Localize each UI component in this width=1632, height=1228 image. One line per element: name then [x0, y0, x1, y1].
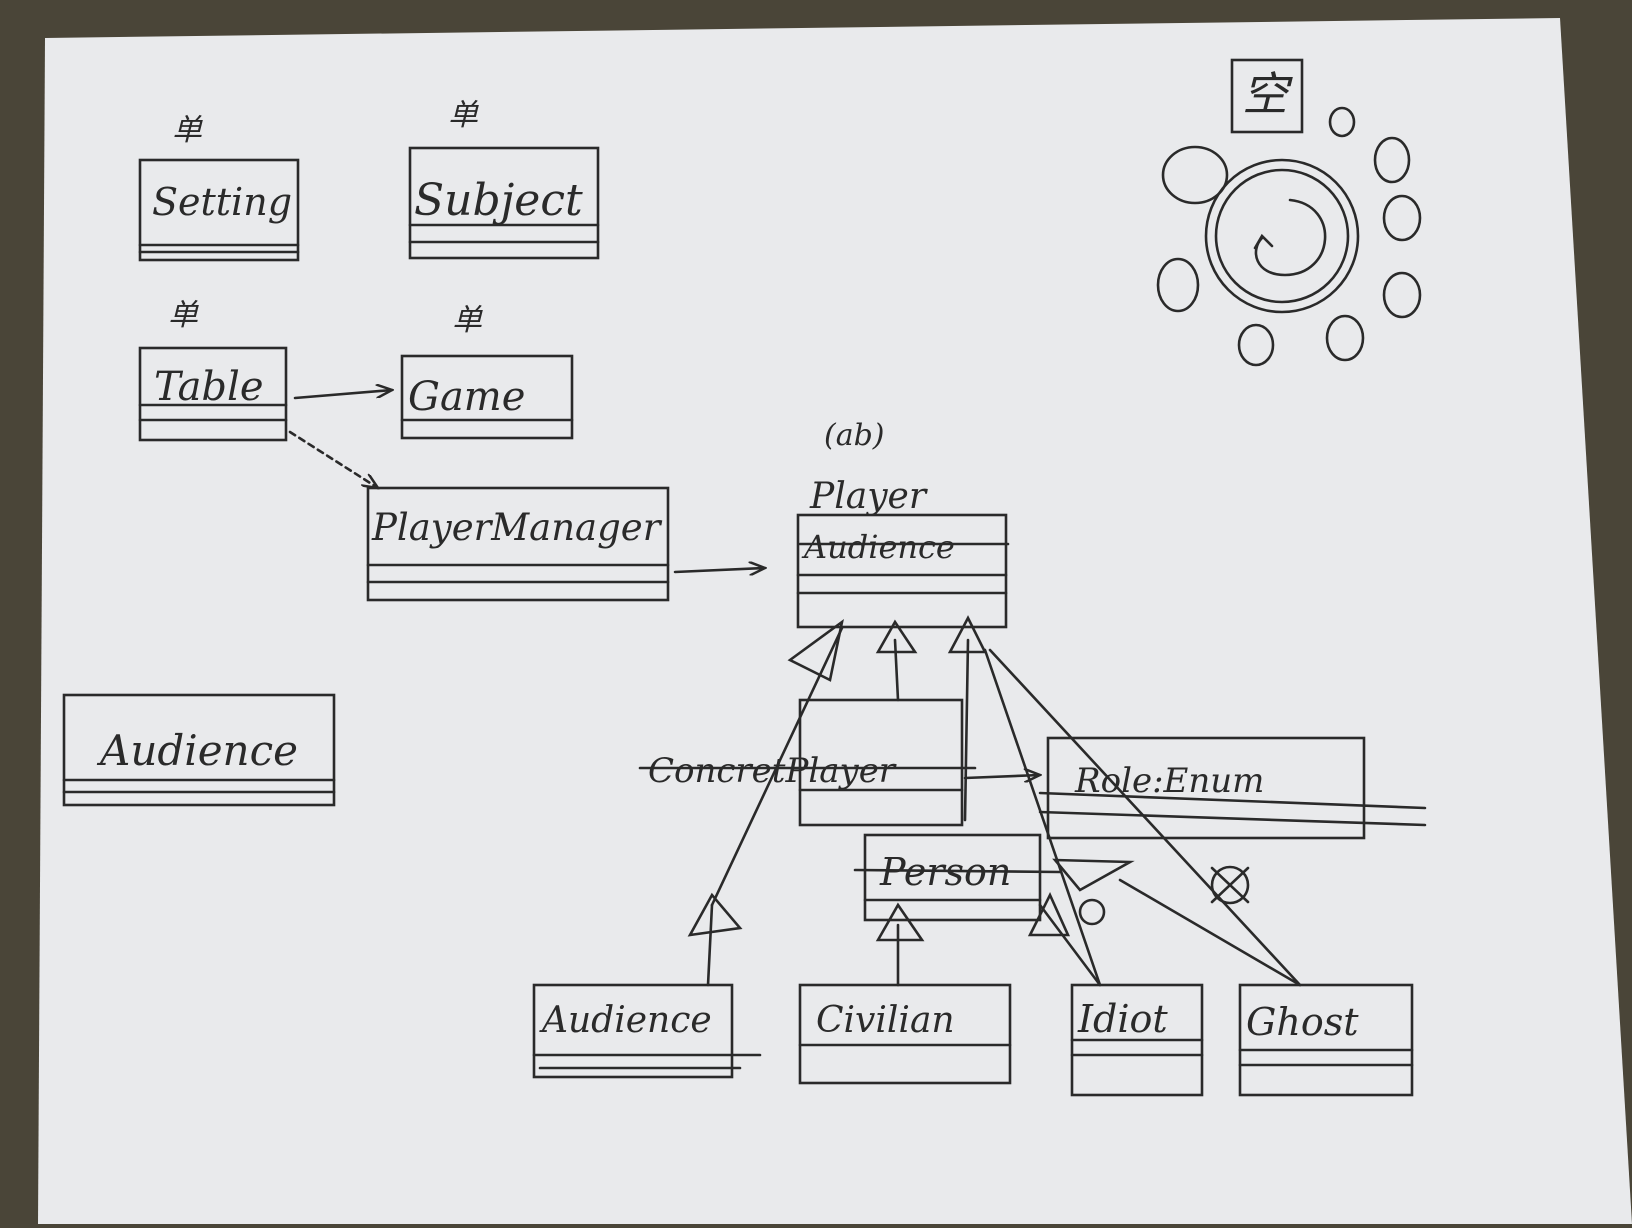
label-player-struck: Audience: [801, 528, 955, 566]
class-game: [400, 354, 574, 440]
paper-sheet: [38, 18, 1632, 1224]
class-audience-standalone: [62, 693, 336, 807]
label-stereotype: (ab): [824, 418, 885, 453]
arrow-playermanager-player: [673, 568, 765, 572]
class-person: [853, 833, 1062, 922]
label-audience: Audience: [539, 1000, 712, 1041]
round-table-sketch: [1156, 58, 1422, 367]
seat-4: [1382, 271, 1422, 319]
labels: Setting Subject Table Game PlayerManager…: [96, 67, 1359, 1044]
class-role-enum: [1038, 736, 1427, 840]
class-player: [796, 513, 1010, 629]
label-concrete-player: ConcretPlayer: [648, 751, 897, 791]
label-civilian: Civilian: [816, 1000, 955, 1041]
singleton-mark-table: 单: [168, 298, 199, 333]
label-ghost: Ghost: [1246, 1000, 1359, 1044]
class-idiot: [1070, 983, 1204, 1097]
class-player-manager: [366, 486, 670, 602]
label-player-manager: PlayerManager: [371, 506, 663, 549]
class-table: [138, 346, 288, 442]
label-player: Player: [809, 476, 928, 517]
label-audience-standalone: Audience: [96, 726, 298, 775]
class-concrete-player: [638, 698, 977, 827]
seat-3: [1382, 194, 1422, 242]
arrow-table-playermanager: [288, 430, 378, 488]
seat-5: [1325, 314, 1365, 362]
seat-sign-box: [1230, 58, 1304, 134]
seat-7: [1156, 257, 1200, 313]
singleton-mark-setting: 单: [172, 113, 203, 148]
inheritance-lines: [687, 615, 1302, 987]
singleton-mark-game: 单: [452, 303, 483, 338]
label-idiot: Idiot: [1077, 997, 1168, 1041]
seat-1: [1161, 145, 1229, 205]
class-audience: [532, 983, 762, 1079]
seat-2: [1373, 136, 1411, 184]
singleton-mark-subject: 单: [448, 98, 479, 133]
label-game: Game: [408, 374, 525, 420]
label-subject: Subject: [414, 175, 583, 226]
label-role-enum: Role:Enum: [1074, 761, 1264, 801]
class-setting: [138, 158, 300, 262]
seat-6: [1237, 323, 1275, 367]
class-civilian: [798, 983, 1012, 1085]
seat-sign: 空: [1242, 67, 1293, 121]
label-person: Person: [879, 850, 1011, 894]
arrow-table-game: [293, 390, 392, 400]
seat-8: [1328, 106, 1356, 138]
label-setting: Setting: [152, 180, 292, 224]
class-subject: [408, 146, 600, 260]
label-table: Table: [154, 364, 264, 410]
class-ghost: [1238, 983, 1414, 1097]
strike-person: [853, 868, 1062, 874]
